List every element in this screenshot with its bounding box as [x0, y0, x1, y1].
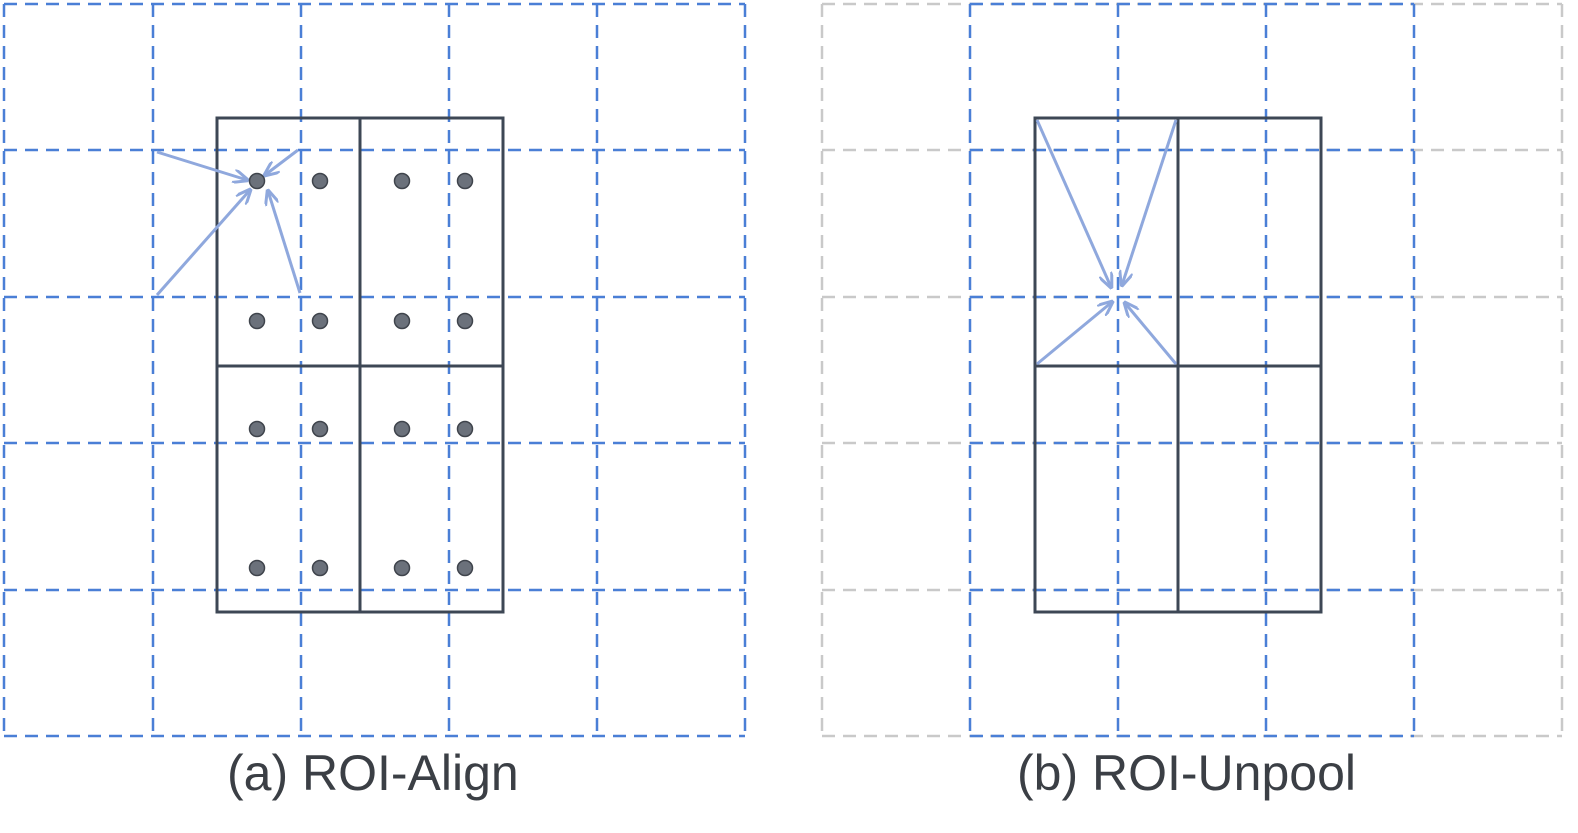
sample-point [248, 559, 266, 577]
interpolation-arrow [265, 148, 299, 175]
unpool-arrow [1122, 119, 1178, 285]
unpool-arrow [1036, 302, 1112, 366]
unpool-arrow [1125, 303, 1178, 365]
sample-point [456, 420, 474, 438]
sample-point [456, 172, 474, 190]
interpolation-arrow [156, 150, 247, 180]
sample-point [248, 312, 266, 330]
sample-point [311, 420, 329, 438]
interpolation-arrow [268, 191, 302, 294]
sample-point [393, 420, 411, 438]
unpool-arrow [1035, 119, 1111, 287]
roi-align-caption: (a) ROI-Align [227, 745, 519, 801]
sample-point [311, 559, 329, 577]
sample-point [456, 312, 474, 330]
sample-point [393, 559, 411, 577]
roi-unpool-caption: (b) ROI-Unpool [1017, 745, 1356, 801]
sample-point [393, 172, 411, 190]
roi-align-panel [2, 2, 747, 738]
sample-point [248, 172, 266, 190]
interpolation-arrow [155, 190, 250, 296]
sample-point [311, 312, 329, 330]
sample-point [311, 172, 329, 190]
sample-point [393, 312, 411, 330]
sample-point [456, 559, 474, 577]
sample-point [248, 420, 266, 438]
roi-unpool-panel [820, 2, 1564, 738]
